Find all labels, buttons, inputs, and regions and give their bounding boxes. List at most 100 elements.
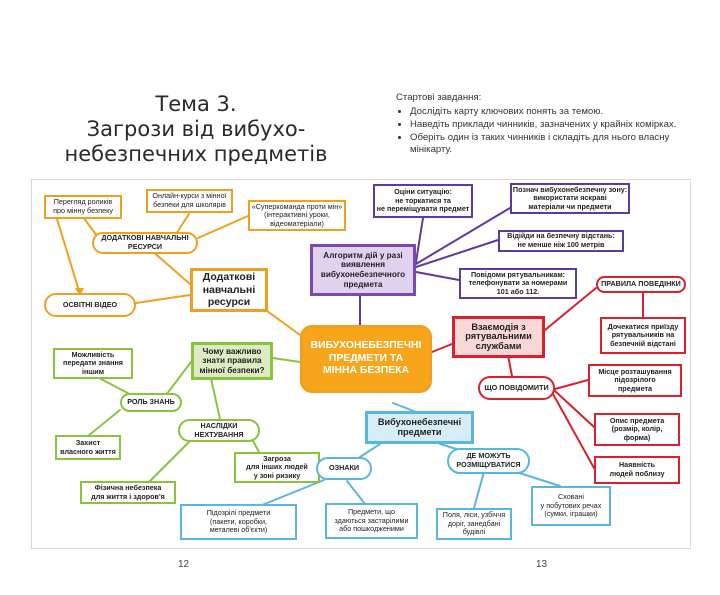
connector	[554, 379, 589, 390]
importance-item: Захист власного життя	[55, 435, 121, 460]
explosive-objects-label: Вибухонебезпечні предмети	[377, 416, 462, 437]
connector	[544, 287, 597, 331]
educational-video-node: ОСВІТНІ ВІДЕО	[44, 293, 136, 317]
report-item: Наявність людей поблизу	[594, 456, 680, 484]
connector	[197, 215, 249, 239]
report-item-text: Опис предмета (розмір, колір, форма)	[609, 415, 665, 442]
behavior-rules-label: ПРАВИЛА ПОВЕДІНКИ	[601, 279, 681, 289]
importance-item-text: Фізична небезпека для життя і здоров'я	[91, 482, 165, 501]
resource-item: Перегляд роликів про мінну безпеку	[44, 195, 122, 219]
additional-resources-node: Додаткові навчальні ресурси	[190, 268, 268, 312]
algorithm-step: Повідоми рятувальникам: телефонувати за …	[459, 268, 577, 299]
what-to-report-label: ЩО ПОВІДОМИТИ	[484, 382, 549, 392]
resource-item: «Суперкоманда проти мін» (інтерактивні у…	[248, 200, 346, 231]
task-item: Наведіть приклади чинників, зазначених у…	[410, 119, 696, 131]
explosive-item-text: Сховані у побутових речах (сумки, іграшк…	[540, 492, 602, 519]
connector	[135, 294, 191, 304]
explosive-objects-node: Вибухонебезпечні предмети	[365, 411, 474, 444]
connector	[512, 470, 561, 487]
tasks-list: Дослідіть карту ключових понять за темою…	[396, 106, 696, 156]
resource-item-text: Перегляд роликів про мінну безпеку	[53, 197, 113, 215]
connector	[149, 440, 191, 482]
algorithm-label: Алгоритм дій у разі виявлення вибухонебе…	[320, 250, 406, 289]
explosive-item: Підозрілі предмети (пакети, коробки, мет…	[180, 504, 297, 540]
task-item: Оберіть один із таких чинників і складіт…	[410, 132, 696, 156]
importance-label: Чому важливо знати правила мінної безпек…	[199, 346, 265, 375]
resource-item-text: Онлайн-курси з мінної безпеки для школяр…	[152, 191, 227, 209]
algorithm-step: Познач вибухонебезпечну зону: використат…	[510, 183, 630, 214]
connector	[554, 390, 595, 428]
algorithm-step-text: Познач вибухонебезпечну зону: використат…	[512, 184, 628, 211]
explosive-item: Предмети, що здаються застарілими або по…	[325, 503, 418, 539]
connector	[56, 218, 81, 295]
role-of-knowledge-node: РОЛЬ ЗНАНЬ	[120, 393, 182, 412]
algorithm-step: Оціни ситуацію: не торкатися та не перем…	[373, 184, 473, 218]
explosive-item-text: Поля, ліси, узбіччя доріг, занедбані буд…	[442, 510, 506, 537]
page-number-left: 12	[178, 559, 190, 570]
signs-label: ОЗНАКИ	[328, 463, 360, 473]
connector	[261, 479, 325, 506]
arrowhead	[75, 288, 84, 296]
explosive-item-text: Предмети, що здаються застарілими або по…	[334, 507, 409, 534]
center-topic: ВИБУХОНЕБЕЗПЕЧНІ ПРЕДМЕТИ ТА МІННА БЕЗПЕ…	[300, 325, 432, 393]
connector	[415, 207, 511, 265]
resource-item: Онлайн-курси з мінної безпеки для школяр…	[146, 189, 233, 213]
importance-item: Можливість передати знання іншим	[53, 348, 133, 379]
connector	[415, 239, 499, 268]
algorithm-step-text: Відійди на безпечну відстань: не менше н…	[507, 231, 615, 249]
connector	[209, 373, 221, 420]
connector	[415, 271, 460, 281]
explosive-item: Сховані у побутових речах (сумки, іграшк…	[531, 486, 611, 526]
report-item: Місце розташування підозрілого предмета	[588, 364, 682, 397]
rule-item-text: Дочекатися приїзду рятувальників на безп…	[607, 321, 679, 348]
additional-resources-sub-label: ДОДАТКОВІ НАВЧАЛЬНІ РЕСУРСИ	[101, 233, 189, 251]
resource-item-text: «Суперкоманда проти мін» (інтерактивні у…	[251, 201, 343, 228]
locations-node: ДЕ МОЖУТЬ РОЗМІЩУВАТИСЯ	[447, 448, 530, 474]
page-number-right: 13	[536, 559, 548, 570]
importance-item: Фізична небезпека для життя і здоров'я	[80, 481, 176, 504]
connector	[87, 409, 121, 437]
interaction-node: Взаємодія з рятувальними службами	[452, 316, 545, 358]
explosive-item: Поля, ліси, узбіччя доріг, занедбані буд…	[436, 508, 512, 540]
page-title: Тема 3. Загрози від вибухо- небезпечних …	[64, 92, 328, 166]
report-item-text: Наявність людей поблизу	[609, 460, 665, 478]
connector	[346, 480, 366, 505]
algorithm-step: Відійди на безпечну відстань: не менше н…	[498, 230, 624, 252]
consequences-label: НАСЛІДКИ НЕХТУВАННЯ	[194, 420, 244, 439]
interaction-label: Взаємодія з рятувальними службами	[465, 321, 532, 351]
connector	[150, 249, 191, 285]
rule-item: Дочекатися приїзду рятувальників на безп…	[600, 317, 686, 354]
algorithm-step-text: Повідоми рятувальникам: телефонувати за …	[468, 269, 568, 296]
importance-item-text: Загроза для інших людей у зоні ризику	[246, 453, 308, 480]
connector	[359, 443, 381, 458]
connector	[175, 213, 190, 235]
tasks-heading: Стартові завдання:	[396, 92, 482, 103]
center-topic-text: ВИБУХОНЕБЕЗПЕЧНІ ПРЕДМЕТИ ТА МІННА БЕЗПЕ…	[310, 340, 422, 377]
importance-item: Загроза для інших людей у зоні ризику	[234, 452, 320, 483]
educational-video-label: ОСВІТНІ ВІДЕО	[62, 299, 118, 309]
report-item-text: Місце розташування підозрілого предмета	[598, 366, 672, 393]
algorithm-node: Алгоритм дій у разі виявлення вибухонебе…	[310, 244, 416, 296]
connector	[272, 357, 301, 363]
connector	[431, 343, 453, 353]
importance-item-text: Захист власного життя	[60, 437, 116, 456]
additional-resources-subnode: ДОДАТКОВІ НАВЧАЛЬНІ РЕСУРСИ	[92, 232, 198, 254]
algorithm-step-text: Оціни ситуацію: не торкатися та не перем…	[376, 187, 470, 214]
task-item: Дослідіть карту ключових понять за темою…	[410, 106, 696, 118]
consequences-node: НАСЛІДКИ НЕХТУВАННЯ	[178, 419, 260, 442]
connector	[552, 393, 595, 469]
importance-node: Чому важливо знати правила мінної безпек…	[191, 342, 273, 380]
start-tasks: Стартові завдання: Дослідіть карту ключо…	[396, 92, 696, 157]
locations-label: ДЕ МОЖУТЬ РОЗМІЩУВАТИСЯ	[456, 451, 521, 469]
explosive-item-text: Підозрілі предмети (пакети, коробки, мет…	[206, 508, 271, 535]
additional-resources-label: Додаткові навчальні ресурси	[202, 271, 256, 309]
connector	[392, 402, 417, 413]
importance-item-text: Можливість передати знання іншим	[62, 349, 123, 376]
behavior-rules-node: ПРАВИЛА ПОВЕДІНКИ	[596, 276, 686, 293]
connector	[415, 217, 424, 263]
connector	[473, 471, 485, 509]
report-item: Опис предмета (розмір, колір, форма)	[594, 413, 680, 446]
signs-node: ОЗНАКИ	[316, 457, 372, 480]
role-of-knowledge-label: РОЛЬ ЗНАНЬ	[127, 397, 175, 407]
what-to-report-node: ЩО ПОВІДОМИТИ	[478, 376, 555, 400]
